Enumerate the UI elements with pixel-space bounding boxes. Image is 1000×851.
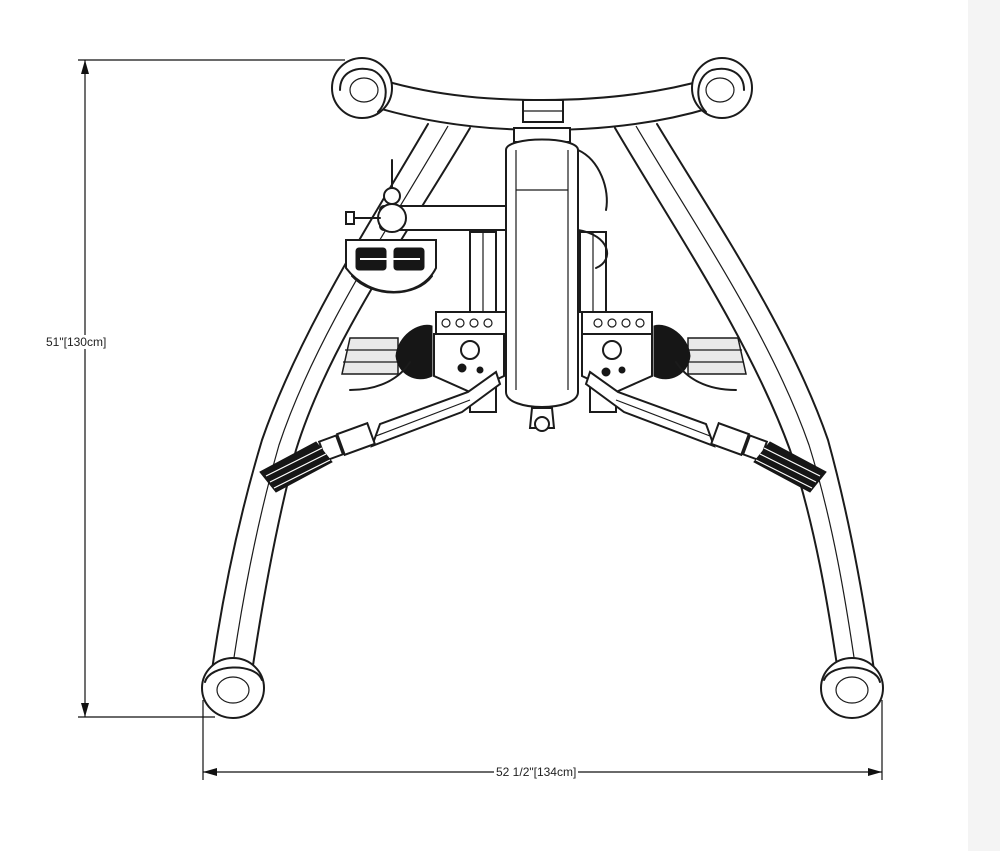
- left-seat-plate: [341, 337, 399, 375]
- lower-right-grip: [753, 441, 827, 493]
- top-crossbar: [374, 77, 713, 131]
- upper-left-arm: [345, 159, 516, 233]
- width-dimension-label: 52 1/2"[134cm]: [494, 765, 579, 779]
- foot-bottom-right: [820, 657, 884, 719]
- right-frame-leg: [614, 123, 875, 673]
- foot-bottom-left: [201, 657, 265, 719]
- edge-shade: [968, 0, 1000, 851]
- foot-top-right: [691, 57, 753, 119]
- foot-top-left: [331, 57, 393, 119]
- lower-left-grip: [259, 441, 333, 493]
- depth-dimension-line: [78, 59, 345, 718]
- lower-left-arm: [317, 370, 502, 462]
- lower-right-arm: [584, 370, 769, 462]
- center-tower: [469, 127, 617, 432]
- left-pivot-hub: [349, 311, 507, 394]
- right-seat-plate: [687, 337, 747, 375]
- upper-left-handle: [345, 239, 437, 294]
- guide-rods: [469, 149, 608, 313]
- right-pivot-hub: [581, 311, 737, 394]
- depth-dimension-label: 51"[130cm]: [44, 335, 109, 349]
